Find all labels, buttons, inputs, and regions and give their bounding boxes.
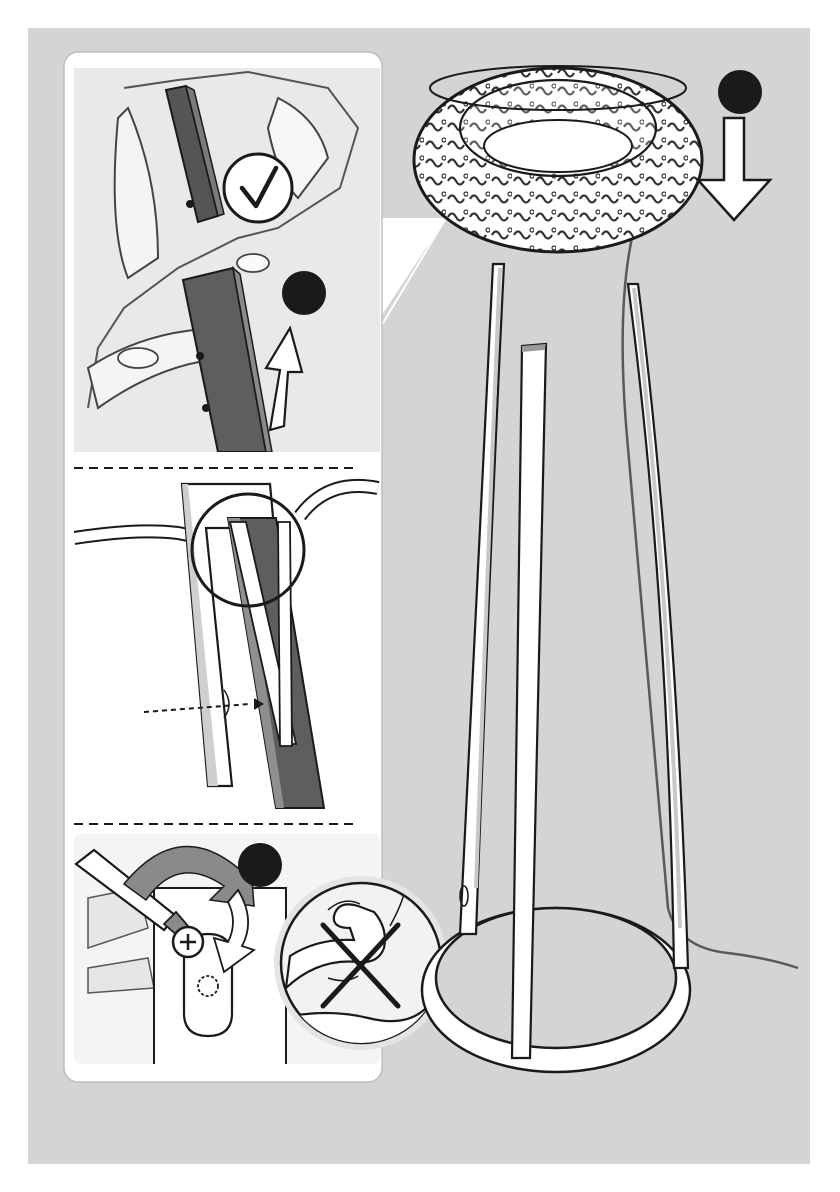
leg-right: [628, 284, 688, 968]
step-1-marker: [718, 70, 762, 114]
step-3-marker: [238, 843, 282, 887]
down-arrow-icon: [698, 118, 770, 220]
check-mark-icon: [224, 154, 292, 222]
illustration-sheet: [28, 28, 810, 1164]
power-cable: [623, 208, 798, 968]
lamp-shade: [414, 66, 702, 252]
insert-bar-panel: [74, 68, 380, 452]
step-2-marker: [282, 271, 326, 315]
assembly-illustration: [28, 28, 810, 1164]
leg-left: [460, 264, 504, 934]
